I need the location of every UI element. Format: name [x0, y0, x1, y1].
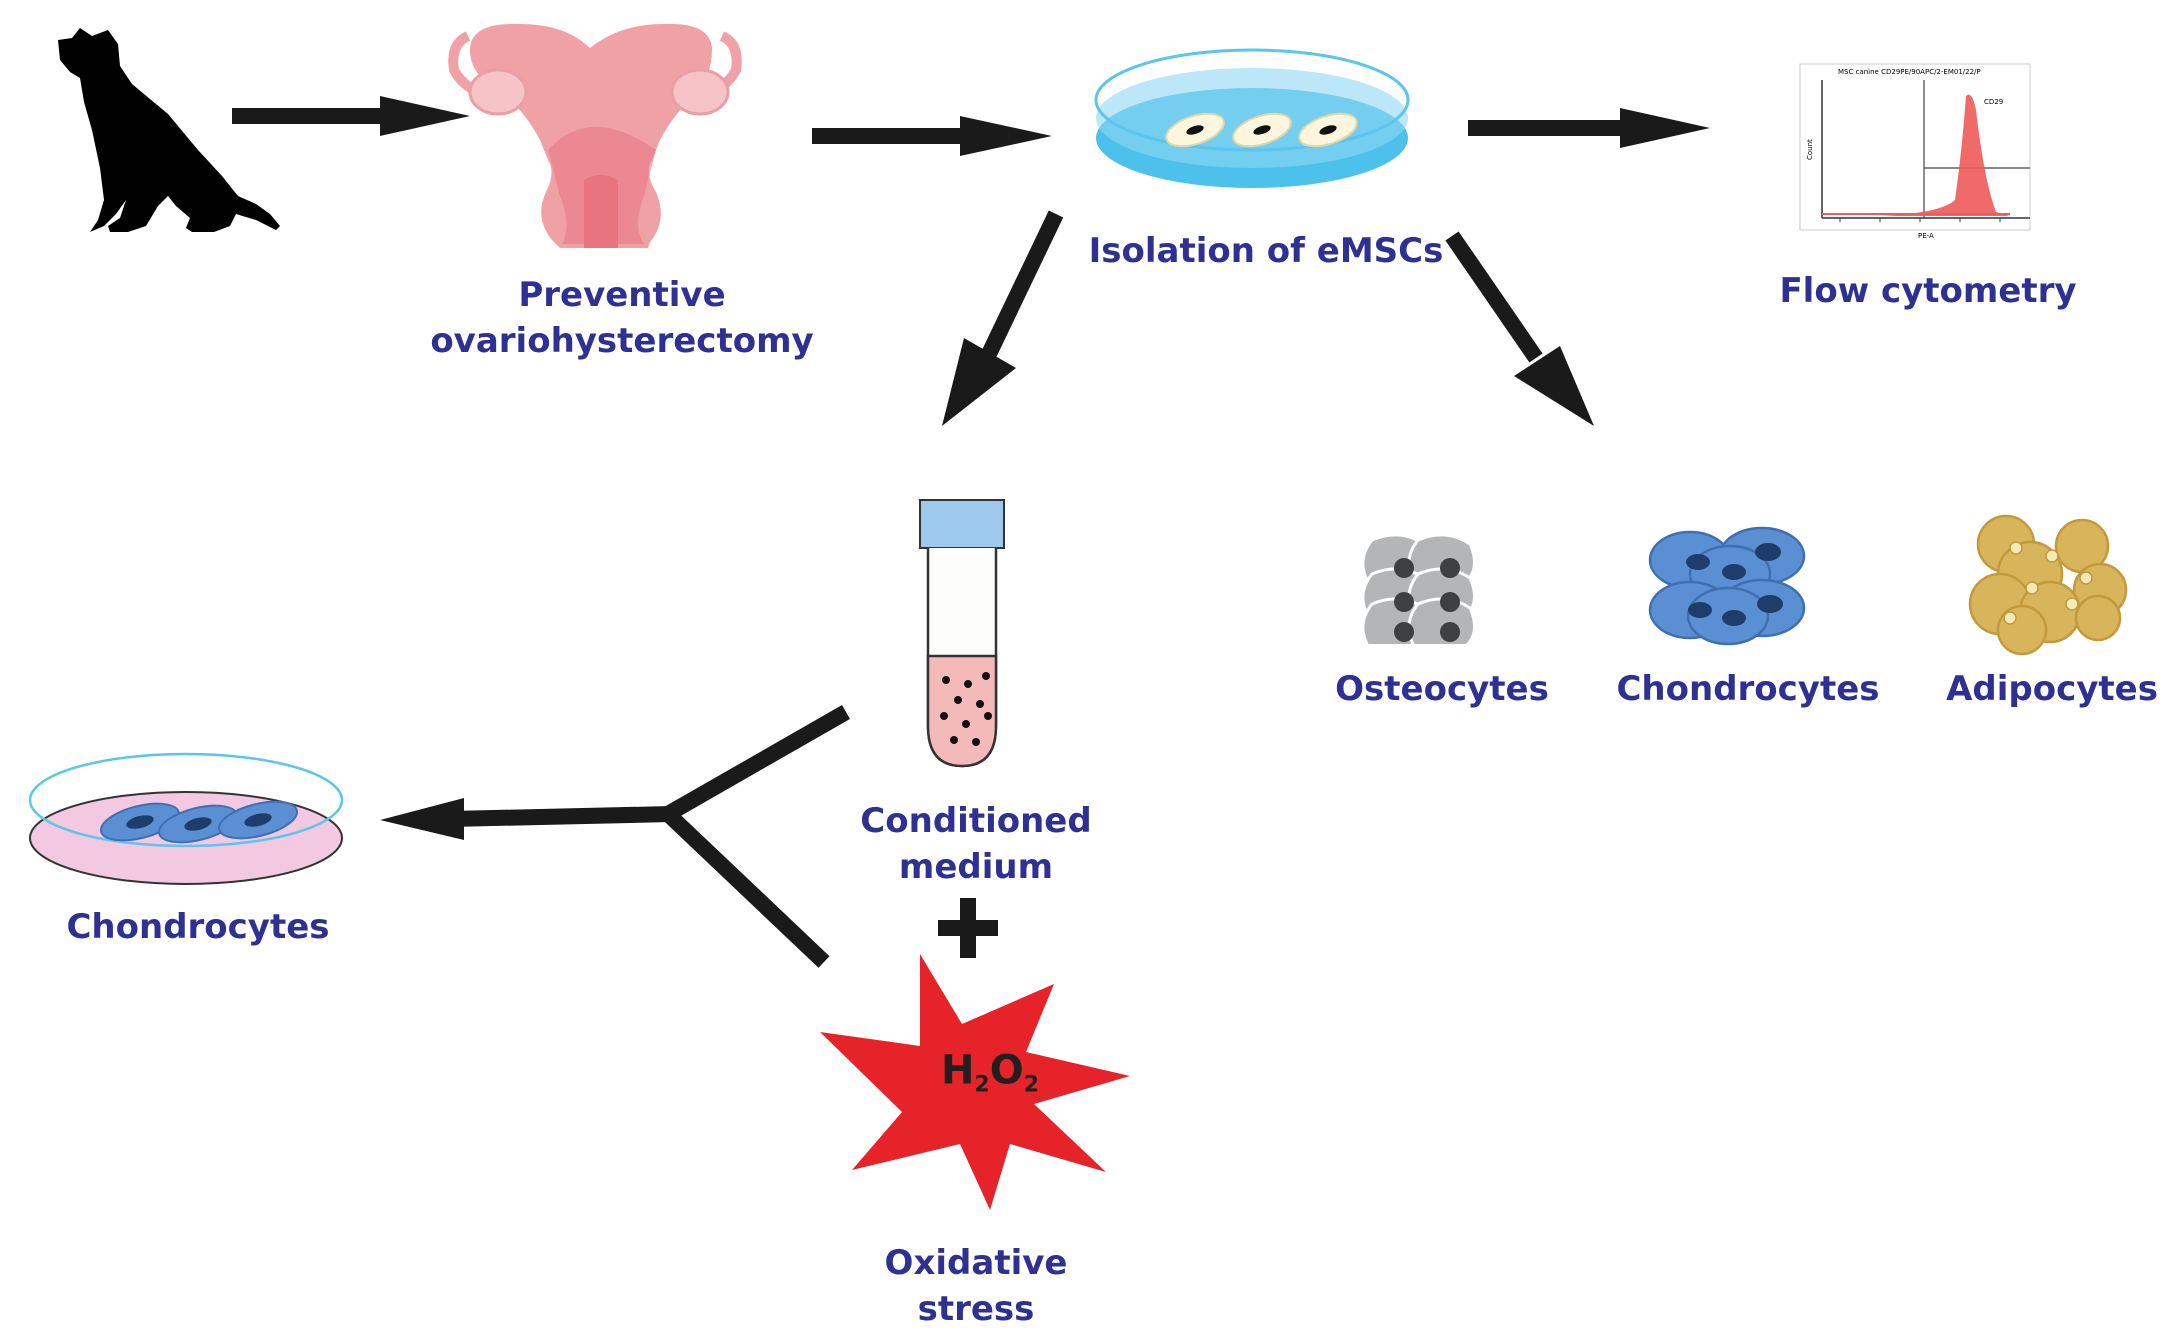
histogram-x-ticks	[1839, 218, 2001, 222]
label-osteocytes: Osteocytes	[1335, 669, 1549, 709]
h2o2-formula: H2O2	[941, 1051, 1039, 1106]
label-chondrocytes-left: Chondrocytes	[66, 907, 330, 947]
arrow-dish-to-differentiation	[1445, 231, 1594, 426]
arrow-fork-to-chondrocytes	[380, 705, 850, 968]
label-conditioned-line1: Conditioned	[860, 801, 1092, 841]
label-ovariohysterectomy: Preventive ovariohysterectomy	[430, 272, 813, 364]
label-adipocytes: Adipocytes	[1946, 669, 2158, 709]
arrow-uterus-to-dish	[812, 116, 1052, 156]
starburst-icon	[820, 954, 1130, 1210]
petri-dish-icon	[1094, 48, 1410, 188]
label-ovario-line1: Preventive	[518, 275, 726, 315]
chondrocytes-dish-icon	[28, 752, 344, 885]
label-isolation: Isolation of eMSCs	[1088, 231, 1444, 271]
label-oxidative-stress: Oxidative stress	[885, 1240, 1068, 1332]
label-flow-cytometry: Flow cytometry	[1779, 271, 2077, 311]
histogram-title: MSC canine CD29PE/90APC/2-EM01/22/P	[1838, 68, 1981, 76]
dog-silhouette-icon	[58, 28, 280, 232]
arrow-dish-to-flow	[1468, 108, 1710, 148]
histogram-ylabel: Count	[1806, 139, 1814, 160]
arrow-dish-to-medium	[942, 210, 1064, 426]
label-chondrocytes-right: Chondrocytes	[1616, 669, 1880, 709]
arrows	[232, 96, 1710, 968]
osteocytes-icon	[1361, 534, 1476, 644]
plus-icon	[938, 898, 998, 958]
label-conditioned-line2: medium	[898, 847, 1054, 887]
label-oxidative-line1: Oxidative	[884, 1243, 1068, 1283]
label-ovario-line2: ovariohysterectomy	[430, 321, 814, 361]
label-oxidative-line2: stress	[917, 1289, 1035, 1329]
h2o2-o: O	[989, 1047, 1024, 1094]
uterus-icon	[448, 23, 742, 248]
test-tube-icon	[919, 499, 1005, 768]
label-conditioned-medium: Conditioned medium	[860, 798, 1091, 890]
histogram-marker: CD29	[1984, 98, 2003, 106]
h2o2-sub1: 2	[974, 1072, 990, 1098]
histogram-xlabel: PE-A	[1918, 232, 1934, 240]
flow-histogram-icon: MSC canine CD29PE/90APC/2-EM01/22/P CD29…	[1799, 63, 2031, 240]
adipocytes-icon	[1968, 514, 2128, 656]
h2o2-sub2: 2	[1023, 1072, 1040, 1098]
h2o2-h: H	[940, 1047, 975, 1094]
arrow-dog-to-uterus	[232, 96, 470, 136]
chondrocytes-cluster-icon	[1648, 526, 1806, 646]
